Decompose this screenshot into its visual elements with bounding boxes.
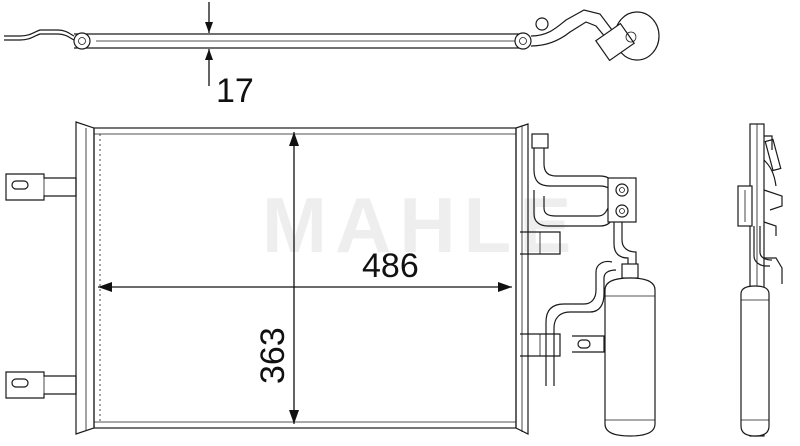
dimension-thickness-label: 17 [216,72,254,110]
condenser-core [93,127,517,429]
service-valve [531,133,549,149]
valve-cap [535,17,549,31]
mount-eye-right [514,32,532,50]
dimension-height-label: 363 [254,327,292,384]
brand-watermark: MAHLE [262,181,579,269]
dimension-height: 363 [254,132,299,424]
dimension-width-label: 486 [362,247,419,285]
top-view [4,9,660,62]
left-bracket-lower [5,371,77,399]
dimension-width: 486 [98,247,512,292]
receiver-drier [604,263,656,437]
left-bracket-upper [5,173,77,201]
side-view [737,123,783,437]
front-view [5,121,656,437]
dimension-thickness: 17 [205,2,254,110]
mount-eye-left [73,32,91,50]
